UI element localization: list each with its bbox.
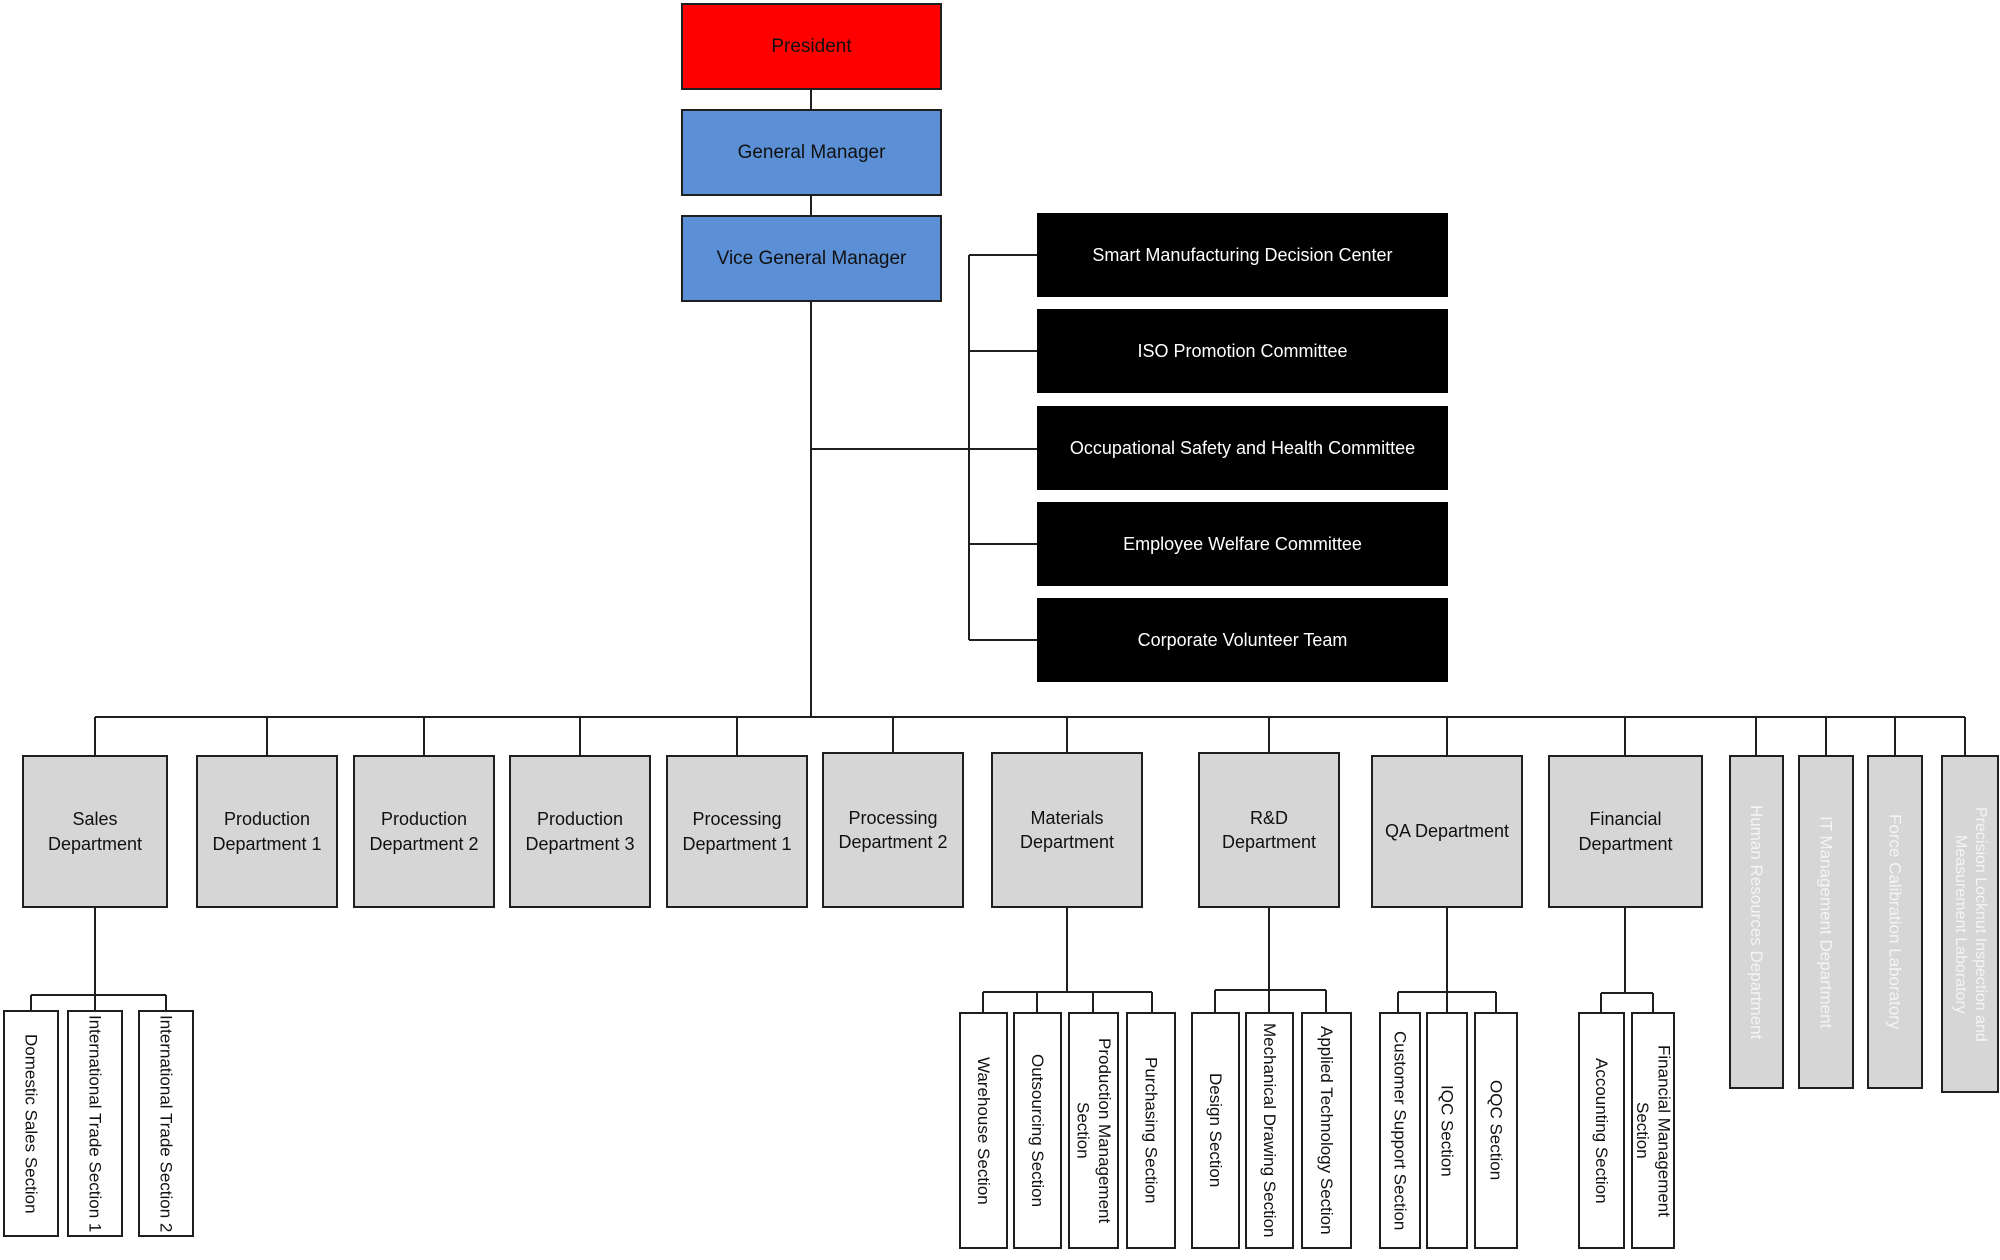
section-label: IQC Section [1437, 1084, 1457, 1177]
department-label-line1: Materials [1030, 807, 1104, 828]
department-label-line1: Sales [72, 809, 118, 830]
section-international-trade-1: International Trade Section 1 [67, 1010, 123, 1237]
president-box: President [681, 3, 942, 90]
section-international-trade-2: International Trade Section 2 [138, 1010, 194, 1237]
department-force-calibration-lab: Force Calibration Laboratory [1867, 755, 1923, 1089]
section-label: OQC Section [1486, 1080, 1506, 1181]
department-qa: QA Department [1371, 755, 1523, 908]
committee-label: Smart Manufacturing Decision Center [1092, 244, 1393, 265]
section-warehouse: Warehouse Section [959, 1012, 1008, 1249]
department-label-line2: Department 2 [369, 833, 479, 854]
department-label-line2: Department [1578, 833, 1673, 854]
department-label-line1: Production [380, 809, 468, 830]
department-human-resources: Human Resources Department [1729, 755, 1784, 1089]
general-manager-label: General Manager [737, 141, 886, 163]
department-rnd: R&D Department [1198, 752, 1340, 908]
department-label-line1: R&D [1249, 807, 1288, 828]
committee-smart-manufacturing: Smart Manufacturing Decision Center [1037, 213, 1448, 297]
section-label: Warehouse Section [974, 1056, 994, 1205]
section-label: Domestic Sales Section [21, 1033, 41, 1214]
department-label-line1: Production [536, 809, 624, 830]
committee-label: Occupational Safety and Health Committee [1069, 437, 1416, 458]
department-label: Force Calibration Laboratory [1885, 814, 1905, 1030]
section-iqc: IQC Section [1426, 1012, 1468, 1249]
section-customer-support: Customer Support Section [1379, 1012, 1421, 1249]
department-it-management: IT Management Department [1798, 755, 1854, 1089]
department-label: Human Resources Department [1747, 804, 1767, 1040]
section-oqc: OQC Section [1474, 1012, 1518, 1249]
section-label: Accounting Section [1592, 1057, 1612, 1204]
section-label: Mechanical Drawing Section [1260, 1023, 1280, 1238]
section-label: Applied Technology Section [1317, 1026, 1337, 1235]
section-domestic-sales: Domestic Sales Section [3, 1010, 59, 1237]
department-precision-locknut-lab: Precision Locknut Inspection and Measure… [1941, 755, 1999, 1093]
committee-label: Corporate Volunteer Team [1137, 629, 1348, 650]
committee-corporate-volunteer: Corporate Volunteer Team [1037, 598, 1448, 682]
committee-employee-welfare: Employee Welfare Committee [1037, 502, 1448, 586]
vice-general-manager-label: Vice General Manager [716, 247, 907, 269]
committee-label: Employee Welfare Committee [1123, 533, 1362, 554]
section-label: Purchasing Section [1141, 1057, 1161, 1204]
section-design: Design Section [1191, 1012, 1240, 1249]
section-label: Production Management Section [1073, 1037, 1114, 1224]
department-label-line2: Department [47, 833, 143, 854]
department-label-line2: Department 2 [838, 832, 948, 852]
department-label: IT Management Department [1816, 815, 1836, 1029]
section-label: Financial Management Section [1633, 1044, 1674, 1217]
president-label: President [771, 35, 852, 57]
committee-iso-promotion: ISO Promotion Committee [1037, 309, 1448, 393]
section-accounting: Accounting Section [1578, 1012, 1625, 1249]
section-label: International Trade Section 2 [156, 1014, 176, 1233]
section-label: Customer Support Section [1390, 1030, 1410, 1231]
department-label-line1: Processing [848, 807, 938, 828]
department-label-line1: Financial [1589, 809, 1662, 830]
committee-label: ISO Promotion Committee [1137, 340, 1348, 361]
section-applied-technology: Applied Technology Section [1301, 1012, 1352, 1249]
general-manager-box: General Manager [681, 109, 942, 196]
section-outsourcing: Outsourcing Section [1013, 1012, 1062, 1249]
department-label-line1: Processing [692, 809, 782, 830]
department-label-line1: Production [223, 809, 311, 830]
section-mechanical-drawing: Mechanical Drawing Section [1245, 1012, 1294, 1249]
section-production-management: Production Management Section [1068, 1012, 1119, 1249]
section-label: International Trade Section 1 [85, 1014, 105, 1233]
section-label: Design Section [1206, 1073, 1226, 1188]
department-label-line2: Department 1 [682, 833, 792, 854]
section-label: Outsourcing Section [1028, 1053, 1048, 1208]
department-label-line2: Department 3 [525, 833, 635, 854]
department-label-line2: Department [1221, 832, 1317, 852]
department-label-line1: QA Department [1384, 821, 1510, 842]
section-financial-management: Financial Management Section [1631, 1012, 1675, 1249]
committee-occupational-safety: Occupational Safety and Health Committee [1037, 406, 1448, 490]
section-purchasing: Purchasing Section [1126, 1012, 1176, 1249]
department-label-line2: Department [1019, 832, 1115, 852]
vice-general-manager-box: Vice General Manager [681, 215, 942, 302]
department-label: Precision Locknut Inspection and Measure… [1952, 806, 1989, 1042]
department-label-line2: Department 1 [212, 833, 322, 854]
